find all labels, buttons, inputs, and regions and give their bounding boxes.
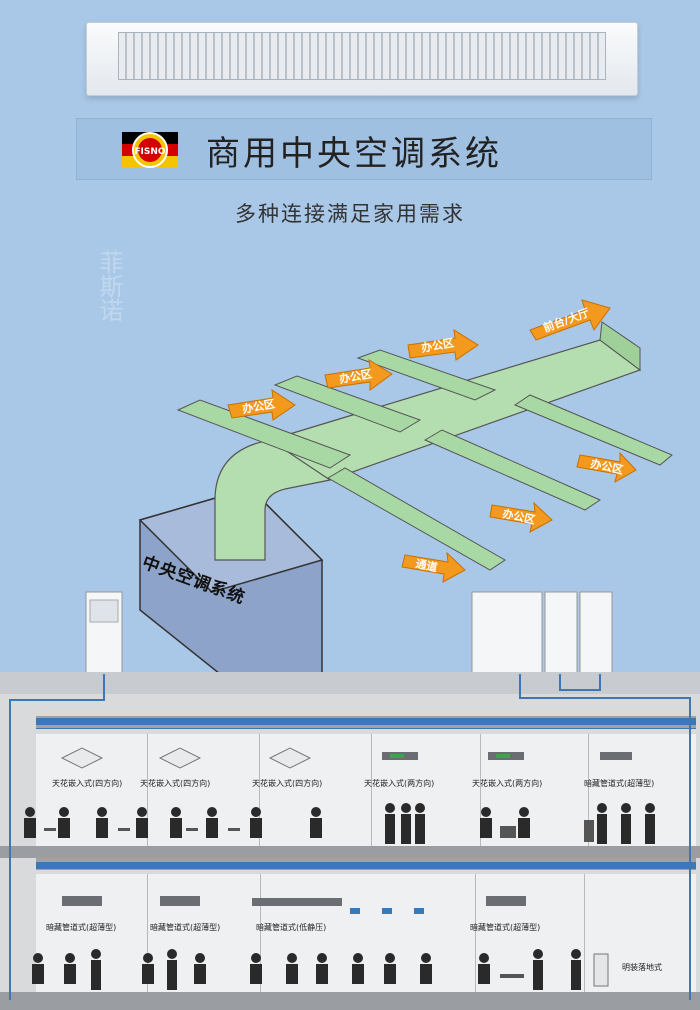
page-subtitle: 多种连接满足家用需求 bbox=[235, 202, 465, 226]
branch-duct bbox=[176, 399, 352, 469]
arrow-office-1 bbox=[407, 329, 479, 361]
branch-duct bbox=[273, 375, 422, 433]
arrow-lobby bbox=[529, 299, 611, 341]
unit-label: 天花嵌入式(两方向) bbox=[472, 779, 543, 788]
arrow-label: 通道 bbox=[414, 556, 438, 574]
unit-label: 暗藏管道式(超薄型) bbox=[584, 779, 655, 788]
piping bbox=[9, 674, 691, 1000]
branch-duct bbox=[356, 349, 497, 401]
unit-label: 天花嵌入式(四方向) bbox=[140, 779, 211, 788]
arrow-office-4 bbox=[576, 451, 637, 484]
unit-label: 天花嵌入式(四方向) bbox=[252, 779, 323, 788]
fisno-logo: FISNO bbox=[122, 132, 178, 168]
svg-text:FISNO: FISNO bbox=[134, 147, 166, 157]
upper-indoor-units bbox=[60, 747, 632, 769]
lower-indoor-units bbox=[62, 896, 526, 914]
arrow-label: 办公区 bbox=[241, 396, 276, 416]
arrow-label: 办公区 bbox=[338, 366, 373, 386]
arrow-office-3 bbox=[227, 388, 296, 421]
lower-occupants bbox=[32, 949, 609, 990]
unit-label: 天花嵌入式(两方向) bbox=[364, 779, 435, 788]
branch-duct bbox=[513, 394, 673, 466]
outdoor-unit-left bbox=[85, 591, 123, 675]
room bbox=[476, 874, 585, 992]
unit-label: 明装落地式 bbox=[622, 963, 662, 972]
ac-grille bbox=[118, 32, 606, 80]
branch-duct bbox=[327, 467, 506, 571]
arrow-office-5 bbox=[489, 501, 553, 533]
outdoor-unit-group bbox=[471, 591, 613, 675]
refrigerant-pipe bbox=[36, 862, 696, 869]
upper-occupants bbox=[24, 803, 655, 844]
room bbox=[148, 734, 261, 846]
unit-label: 暗藏管道式(超薄型) bbox=[150, 923, 221, 932]
arrow-label: 前台/大厅 bbox=[541, 305, 591, 335]
floor-slab bbox=[0, 992, 700, 1010]
arrow-label: 办公区 bbox=[420, 335, 455, 355]
arrow-office-2 bbox=[324, 359, 393, 391]
roof bbox=[0, 672, 700, 696]
arrow-label: 办公区 bbox=[589, 456, 624, 477]
refrigerant-pipe bbox=[36, 718, 696, 725]
arrow-corridor bbox=[401, 551, 466, 583]
page-title: 商用中央空调系统 bbox=[206, 134, 502, 174]
unit-label: 暗藏管道式(低静压) bbox=[256, 923, 327, 932]
branch-duct bbox=[423, 429, 602, 511]
duct-diagram: 前台/大厅 办公区 办公区 办公区 办公区 办公区 通道 bbox=[85, 299, 673, 680]
watermark: 菲斯诺 bbox=[95, 250, 123, 322]
floor-slab bbox=[0, 846, 700, 858]
arrow-label: 办公区 bbox=[501, 506, 536, 527]
unit-label: 天花嵌入式(四方向) bbox=[52, 779, 123, 788]
unit-label: 暗藏管道式(超薄型) bbox=[470, 923, 541, 932]
unit-label: 暗藏管道式(超薄型) bbox=[46, 923, 117, 932]
